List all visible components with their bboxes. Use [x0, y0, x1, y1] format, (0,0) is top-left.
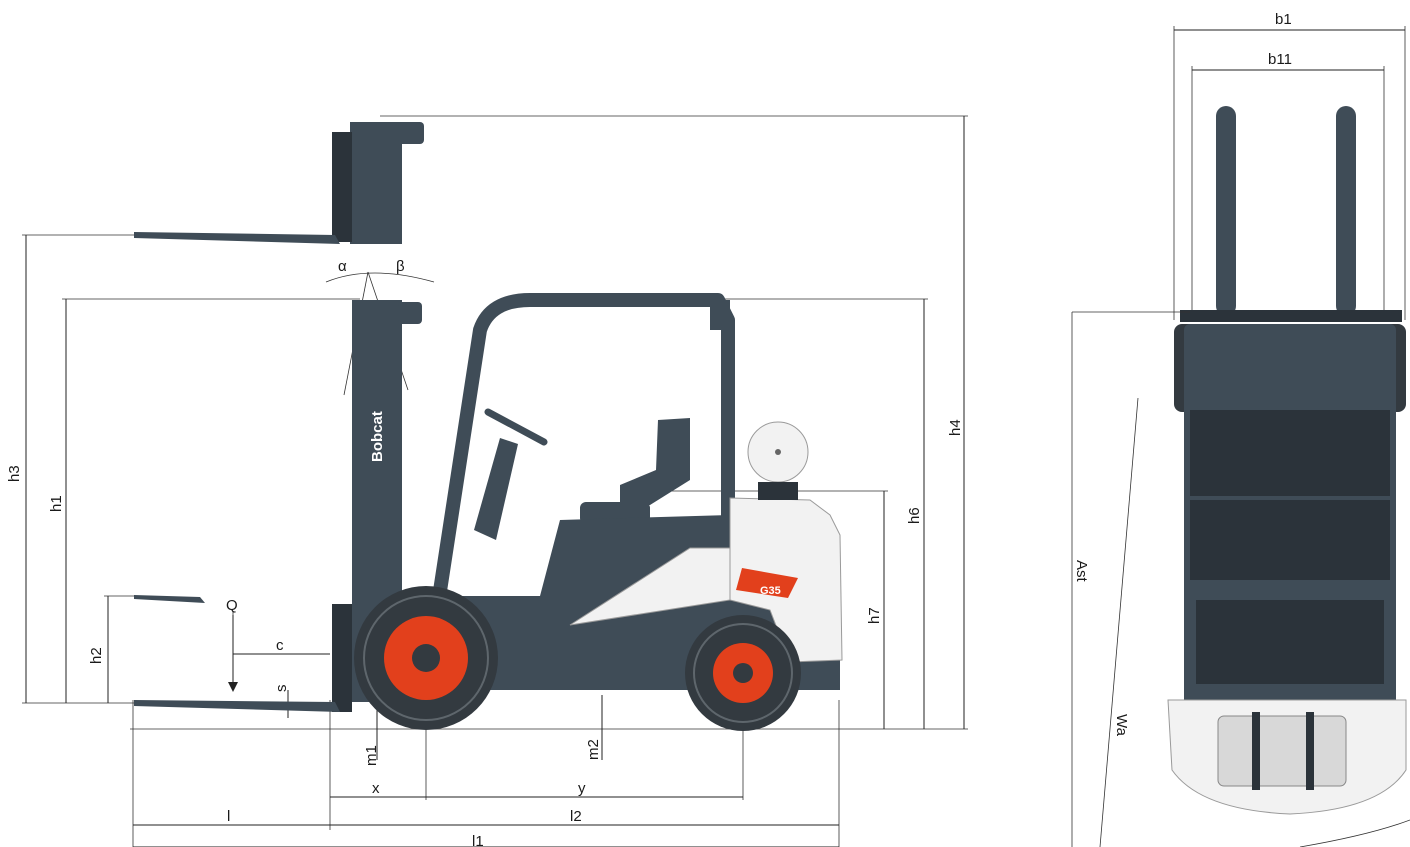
- label-Ast: Ast: [1073, 560, 1090, 583]
- dimension-labels: h3 h1 h2 h4 h6 h7 α β Q c s m1 m2 x y l …: [6, 11, 1292, 847]
- label-c: c: [276, 637, 284, 654]
- label-h1: h1: [48, 495, 65, 512]
- forklift-top-view: [1071, 26, 1410, 847]
- label-Wa: Wa: [1113, 714, 1130, 737]
- model-badge: G35: [760, 585, 781, 597]
- bobcat-logo-text: Bobcat: [369, 411, 386, 462]
- label-h6: h6: [906, 507, 923, 524]
- label-h3: h3: [6, 465, 23, 482]
- label-b1: b1: [1275, 11, 1292, 28]
- forklift-side-view: G35 Bobcat: [134, 122, 843, 731]
- label-h7: h7: [866, 607, 883, 624]
- side-view-dimension-lines: [22, 115, 968, 847]
- label-m2: m2: [585, 739, 602, 760]
- label-h2: h2: [88, 647, 105, 664]
- label-l1: l1: [472, 833, 484, 847]
- label-l2: l2: [570, 808, 582, 825]
- label-l: l: [227, 808, 230, 825]
- label-m1: m1: [363, 745, 380, 766]
- label-alpha: α: [338, 258, 347, 275]
- label-x: x: [372, 780, 380, 797]
- label-s: s: [273, 685, 290, 693]
- label-b11: b11: [1268, 51, 1292, 68]
- label-Q: Q: [226, 597, 238, 614]
- label-y: y: [578, 780, 586, 797]
- label-h4: h4: [947, 419, 964, 436]
- label-beta: β: [396, 258, 405, 275]
